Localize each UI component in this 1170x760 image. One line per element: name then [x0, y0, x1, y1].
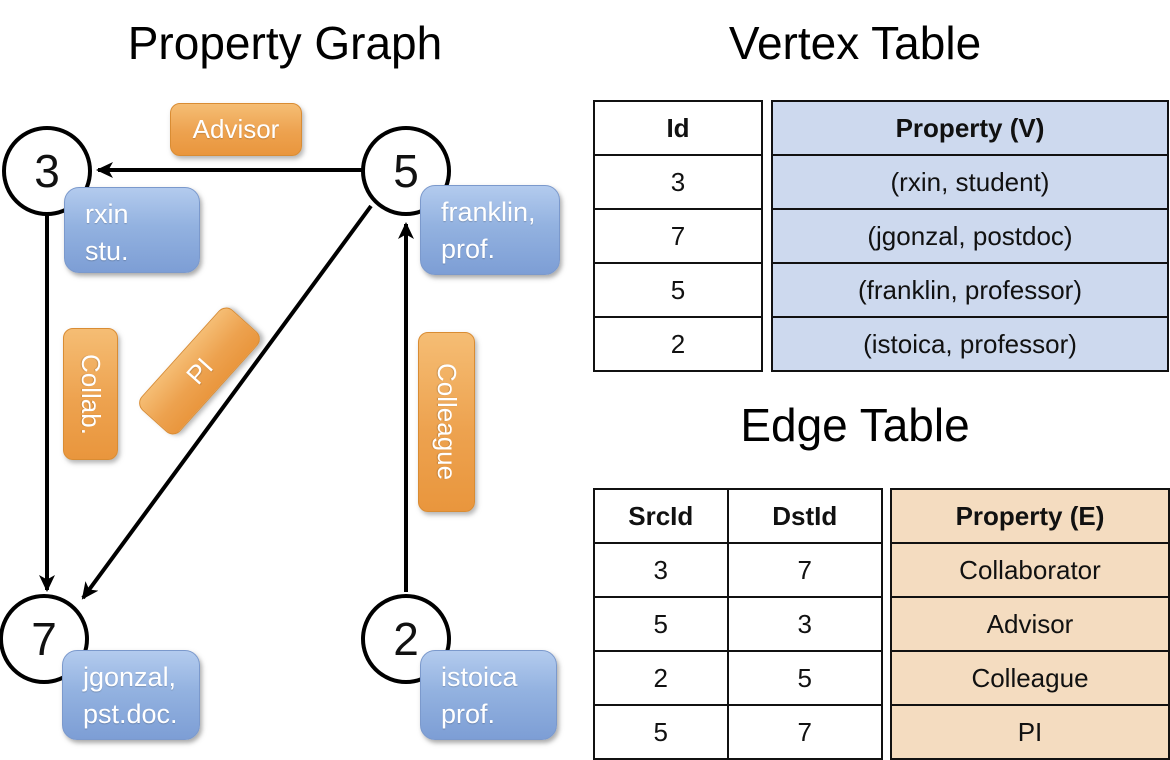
vertex-property-line: jgonzal,: [83, 662, 177, 692]
vertex-id-cell: 5: [593, 262, 763, 318]
vertex-node-5-id: 5: [393, 145, 419, 197]
edge-srcid-cell: 2: [593, 650, 729, 706]
edge-property-cell: PI: [889, 704, 1170, 760]
edge-dstid-header: DstId: [726, 488, 883, 544]
table-header-row: Property (V): [771, 100, 1169, 156]
edge-label-text: Collab.: [76, 353, 106, 435]
property-graph-title: Property Graph: [127, 17, 443, 69]
edge-dstid-cell: 7: [726, 704, 883, 760]
table-row: 5: [593, 262, 763, 318]
vertex-node-2-id: 2: [393, 613, 419, 665]
table-row: (franklin, professor): [771, 262, 1169, 318]
vertex-node-7-id: 7: [31, 613, 57, 665]
vertex-property-cell: (istoica, professor): [771, 316, 1169, 372]
table-header-row: SrcId DstId: [593, 488, 883, 544]
vertex-property-line: prof.: [441, 234, 496, 265]
vertex-id-cell: 7: [593, 208, 763, 264]
vertex-property-box-rxin: rxin stu.: [64, 187, 200, 273]
edge-table: SrcId DstId 3 7 5 3 2 5 5 7 Property (E): [593, 488, 1170, 760]
vertex-table-title: Vertex Table: [728, 17, 982, 69]
edge-property-header: Property (E): [889, 488, 1170, 544]
edge-property-cell: Advisor: [889, 596, 1170, 652]
vertex-property-line: prof.: [441, 699, 496, 730]
vertex-property-header: Property (V): [771, 100, 1169, 156]
edge-table-id-columns: SrcId DstId 3 7 5 3 2 5 5 7: [593, 488, 883, 760]
edge-property-cell: Collaborator: [889, 542, 1170, 598]
vertex-property-line: rxin: [85, 199, 129, 229]
vertex-property-box-istoica: istoica prof.: [420, 650, 557, 740]
vertex-property-line: pst.doc.: [83, 699, 178, 730]
edge-label-text: Colleague: [432, 363, 462, 481]
vertex-id-header: Id: [593, 100, 763, 156]
table-row: (jgonzal, postdoc): [771, 208, 1169, 264]
edge-srcid-header: SrcId: [593, 488, 729, 544]
edge-dstid-cell: 3: [726, 596, 883, 652]
vertex-property-cell: (rxin, student): [771, 154, 1169, 210]
table-row: 2 5: [593, 650, 883, 706]
table-row: (istoica, professor): [771, 316, 1169, 372]
table-row: 3 7: [593, 542, 883, 598]
table-row: 3: [593, 154, 763, 210]
edge-table-title: Edge Table: [740, 399, 970, 451]
edge-5-to-7: [81, 204, 373, 600]
table-row: (rxin, student): [771, 154, 1169, 210]
vertex-table: Id 3 7 5 2 Property (V) (rxin, student) …: [593, 100, 1169, 372]
edge-label-advisor: Advisor: [170, 103, 302, 156]
table-row: Collaborator: [889, 542, 1170, 598]
edge-property-cell: Colleague: [889, 650, 1170, 706]
graph-edges-canvas: [39, 162, 414, 600]
table-row: PI: [889, 704, 1170, 760]
table-row: Colleague: [889, 650, 1170, 706]
edge-label-colleague: Colleague: [418, 332, 475, 512]
vertex-property-line: stu.: [85, 236, 129, 267]
edge-label-text: Advisor: [192, 114, 280, 144]
vertex-table-id-column: Id 3 7 5 2: [593, 100, 763, 372]
table-row: 5 3: [593, 596, 883, 652]
vertex-id-cell: 3: [593, 154, 763, 210]
vertex-node-2: 2: [361, 594, 451, 684]
table-header-row: Property (E): [889, 488, 1170, 544]
vertex-table-property-column: Property (V) (rxin, student) (jgonzal, p…: [771, 100, 1169, 372]
table-row: Advisor: [889, 596, 1170, 652]
vertex-id-cell: 2: [593, 316, 763, 372]
edge-srcid-cell: 3: [593, 542, 729, 598]
table-header-row: Id: [593, 100, 763, 156]
vertex-property-cell: (jgonzal, postdoc): [771, 208, 1169, 264]
edge-label-collab: Collab.: [63, 328, 118, 460]
edge-label-text: PI: [179, 351, 219, 390]
vertex-property-line: istoica: [441, 662, 518, 692]
table-row: 2: [593, 316, 763, 372]
edge-srcid-cell: 5: [593, 704, 729, 760]
vertex-property-box-jgonzal: jgonzal, pst.doc.: [62, 650, 200, 740]
edge-table-property-column: Property (E) Collaborator Advisor Collea…: [889, 488, 1170, 760]
vertex-node-3-id: 3: [34, 145, 60, 197]
edge-dstid-cell: 5: [726, 650, 883, 706]
edge-srcid-cell: 5: [593, 596, 729, 652]
vertex-property-line: franklin,: [441, 197, 536, 227]
table-row: 5 7: [593, 704, 883, 760]
table-row: 7: [593, 208, 763, 264]
vertex-property-cell: (franklin, professor): [771, 262, 1169, 318]
edge-dstid-cell: 7: [726, 542, 883, 598]
vertex-node-5: 5: [361, 126, 451, 216]
vertex-property-box-franklin: franklin, prof.: [420, 185, 560, 275]
